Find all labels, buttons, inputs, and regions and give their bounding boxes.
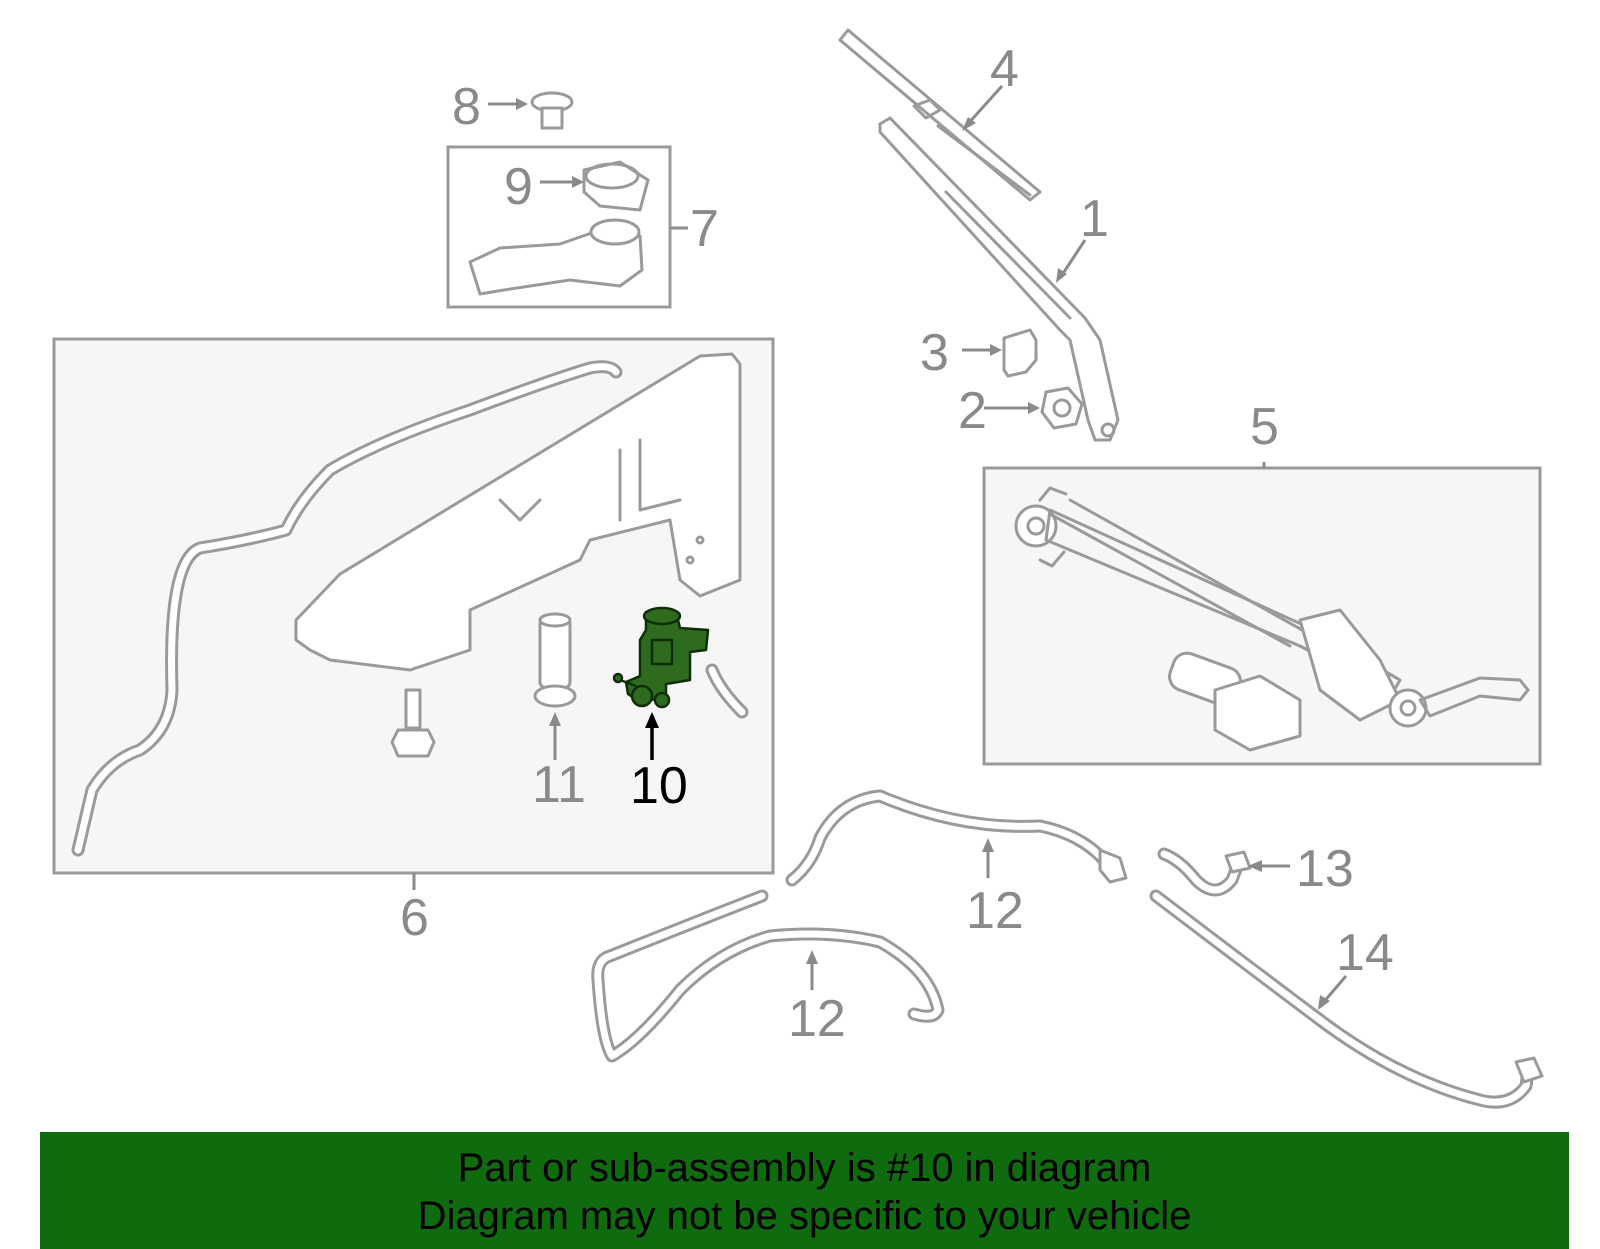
label-part-6: 6 [400, 889, 429, 947]
reservoir-drawing [294, 352, 749, 758]
label-part-9: 9 [504, 158, 533, 216]
linkage-drawing [1014, 486, 1530, 752]
label-part-5: 5 [1250, 398, 1279, 456]
label-part-11: 11 [532, 756, 586, 814]
label-part-4: 4 [990, 40, 1019, 98]
nut-part-2[interactable] [1040, 386, 1084, 430]
hose-part-12-lower[interactable] [591, 889, 945, 1063]
leader-1 [1058, 239, 1087, 279]
label-part-14: 14 [1336, 924, 1394, 982]
hose-part-12-upper[interactable] [785, 789, 1111, 887]
label-part-3: 3 [920, 324, 949, 382]
label-part-12a: 12 [966, 882, 1024, 940]
info-banner: Part or sub-assembly is #10 in diagram D… [40, 1132, 1569, 1249]
wiper-arm-part-1[interactable] [878, 116, 1120, 442]
label-part-1: 1 [1080, 190, 1109, 248]
label-part-2: 2 [958, 382, 987, 440]
washer-pump-part-10[interactable] [612, 606, 710, 709]
label-part-8: 8 [452, 78, 481, 136]
wiper-blade-part-4[interactable] [838, 28, 1042, 202]
filler-neck-drawing [468, 160, 650, 296]
cap-part-3[interactable] [1002, 328, 1038, 378]
banner-line-1: Part or sub-assembly is #10 in diagram [457, 1146, 1152, 1190]
label-part-10: 10 [630, 757, 688, 815]
banner-line-2: Diagram may not be specific to your vehi… [417, 1194, 1192, 1238]
label-part-13: 13 [1296, 840, 1354, 898]
label-part-7: 7 [690, 200, 719, 258]
label-part-12b: 12 [788, 990, 846, 1048]
leader-4 [964, 84, 1004, 128]
plug-part-8[interactable] [530, 91, 574, 130]
